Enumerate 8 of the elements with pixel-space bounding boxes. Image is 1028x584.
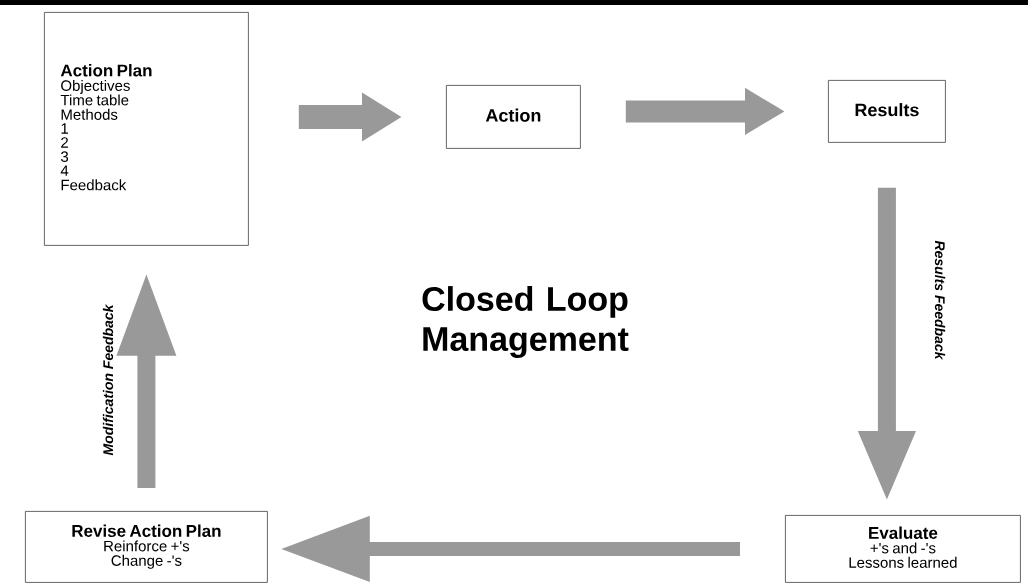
process-box: Action <box>446 85 581 149</box>
edge-label: Modification Feedback <box>101 303 115 457</box>
process-box: Results <box>828 80 946 143</box>
process-box: Evaluate +'s and -'s Lessons learned <box>785 515 1021 583</box>
process-box: Action Plan Objectives Time table Methods 1 2 3 4 Feedback <box>44 12 249 246</box>
title: Closed Loop Management <box>422 286 629 358</box>
process-box: Revise Action Plan Reinforce +'s Change -'s <box>25 511 268 583</box>
edge-label: Results Feedback <box>933 239 947 361</box>
